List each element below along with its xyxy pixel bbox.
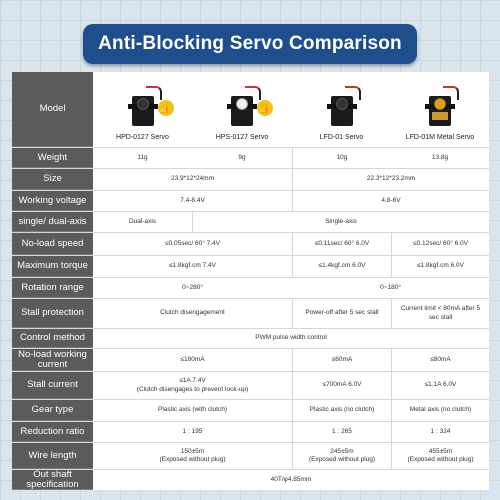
product-name: HPD-0127 Servo	[116, 134, 169, 142]
row-label: Stall protection	[12, 299, 93, 328]
thumbs-up-icon: 👍	[157, 100, 174, 117]
row-label: Rotation range	[12, 278, 93, 298]
value-cell: ≤1.4kgf.cm 6.0V	[292, 256, 391, 277]
product-hps-0127: 👍 HPS-0127 Servo	[192, 72, 292, 147]
value-cell: ≤1.1A 6.0V	[391, 372, 489, 399]
row-label: No-load working current	[12, 349, 93, 371]
value-cell: 13.8g	[431, 153, 449, 161]
speed-row: No-load speed ≤0.05sec/ 60° 7.4V ≤0.11se…	[12, 233, 489, 256]
value-cell: Current limit < 80mA after 5 sec stall	[391, 299, 489, 328]
value-cell: ≤700mA 6.0V	[292, 372, 391, 399]
value-cell: Plastic axis (no clutch)	[292, 400, 391, 421]
value-cell: ≤0.12sec/ 60° 6.0V	[391, 233, 489, 255]
value-cell: ≤1.8kgf.cm 6.0V	[391, 256, 489, 277]
value-cell: PWM pulse width control	[255, 334, 327, 342]
torque-row: Maximum torque ≤1.8kgf.cm 7.4V ≤1.4kgf.c…	[12, 256, 489, 278]
row-label: Control method	[12, 329, 93, 348]
value-cell: 23.9*12*24mm	[171, 175, 214, 183]
value-cell: Power-off after 5 sec stall	[292, 299, 391, 328]
product-name: HPS-0127 Servo	[215, 134, 269, 142]
row-label: Weight	[12, 148, 93, 168]
voltage-row: Working voltage 7.4-8.4V 4.8-6V	[12, 191, 489, 212]
shaft-row: Out shaft specification 40T/φ4.85mm	[12, 470, 489, 490]
value-cell: 245±5m (Exposed without plug)	[292, 443, 391, 469]
value-cell: 9g	[238, 153, 246, 161]
noload-current-row: No-load working current ≤180mA ≤60mA ≤80…	[12, 349, 489, 372]
row-label: No-load speed	[12, 233, 93, 255]
stall-protection-row: Stall protection Clutch disengagement Po…	[12, 299, 489, 329]
comparison-table: Model 👍 HPD-0127 Servo 👍 HPS-0127 Servo …	[12, 72, 489, 490]
row-label: Gear type	[12, 400, 93, 421]
row-label-model: Model	[12, 72, 93, 147]
value-note: (Clutch disengages to prevent lock-up)	[136, 385, 249, 393]
value-cell: Dual-axis	[128, 217, 157, 225]
axis-row: single/ dual-axis Dual-axis Single-axis	[12, 212, 489, 233]
value-line: 150±5m	[180, 447, 205, 455]
value-cell: 1 : 324	[391, 422, 489, 442]
value-cell: ≤180mA	[180, 355, 205, 363]
servo-icon: 👍	[126, 86, 174, 130]
product-lfd-01m: LFD-01M Metal Servo	[391, 72, 489, 147]
value-cell: 150±5m (Exposed without plug)	[93, 443, 292, 469]
title-banner: Anti-Blocking Servo Comparison	[83, 24, 417, 64]
row-label: Maximum torque	[12, 256, 93, 277]
row-label: Working voltage	[12, 191, 93, 211]
value-cell: 0~280°	[182, 283, 203, 291]
value-cell: 1 : 195	[182, 427, 203, 435]
row-label: Wire length	[12, 443, 93, 469]
value-note: (Exposed without plug)	[407, 456, 474, 463]
value-cell: Single-axis	[192, 212, 489, 232]
value-line: ≤1A 7.4V	[179, 377, 206, 385]
reduction-row: Reduction ratio 1 : 195 1 : 265 1 : 324	[12, 422, 489, 443]
value-cell: 4.8-6V	[292, 191, 489, 211]
control-row: Control method PWM pulse width control	[12, 329, 489, 349]
value-cell: 40T/φ4.85mm	[270, 475, 312, 483]
size-row: Size 23.9*12*24mm 22.3*12*23.2mm	[12, 169, 489, 191]
row-label: Stall current	[12, 372, 93, 399]
value-cell: 1 : 265	[292, 422, 391, 442]
value-cell: ≤80mA	[391, 349, 489, 371]
rotation-row: Rotation range 0~280° 0~180°	[12, 278, 489, 299]
product-lfd-01: LFD-01 Servo	[292, 72, 391, 147]
row-label: Out shaft specification	[12, 470, 93, 490]
value-cell: Plastic axis (with clutch)	[158, 406, 227, 414]
model-row: Model 👍 HPD-0127 Servo 👍 HPS-0127 Servo …	[12, 72, 489, 148]
servo-gold-horn-icon	[423, 86, 459, 130]
servo-icon: 👍	[225, 86, 273, 130]
value-cell: 22.3*12*23.2mm	[292, 169, 489, 190]
value-cell: ≤1A 7.4V (Clutch disengages to prevent l…	[93, 372, 292, 399]
row-label: Reduction ratio	[12, 422, 93, 442]
page-title: Anti-Blocking Servo Comparison	[98, 33, 402, 54]
wire-row: Wire length 150±5m (Exposed without plug…	[12, 443, 489, 470]
product-name: LFD-01M Metal Servo	[405, 134, 475, 142]
value-cell: 455±5m (Exposed without plug)	[391, 443, 489, 469]
value-cell: 10g	[292, 148, 391, 168]
value-cell: 11g	[137, 153, 148, 161]
row-label: Size	[12, 169, 93, 190]
value-cell: Clutch disengagement	[160, 309, 225, 317]
product-name: LFD-01 Servo	[319, 134, 364, 142]
row-label: single/ dual-axis	[12, 212, 93, 232]
value-cell: Metal axis (no clutch)	[391, 400, 489, 421]
value-cell: ≤0.11sec/ 60° 6.0V	[292, 233, 391, 255]
value-cell: ≤0.05sec/ 60° 7.4V	[165, 239, 220, 247]
value-note: (Exposed without plug)	[159, 456, 226, 463]
value-cell: 7.4-8.4V	[180, 196, 205, 204]
value-line: 455±5m	[428, 447, 453, 455]
value-cell: ≤60mA	[292, 349, 391, 371]
value-line: 245±5m	[330, 447, 354, 455]
gear-row: Gear type Plastic axis (with clutch) Pla…	[12, 400, 489, 422]
servo-icon	[325, 86, 361, 130]
stall-current-row: Stall current ≤1A 7.4V (Clutch disengage…	[12, 372, 489, 400]
value-note: (Exposed without plug)	[308, 456, 376, 463]
thumbs-up-icon: 👍	[257, 100, 273, 117]
product-hpd-0127: 👍 HPD-0127 Servo	[93, 72, 192, 147]
weight-row: Weight 11g 9g 10g 13.8g	[12, 148, 489, 169]
value-cell: ≤1.8kgf.cm 7.4V	[169, 262, 216, 270]
value-cell: 0~180°	[380, 283, 401, 291]
